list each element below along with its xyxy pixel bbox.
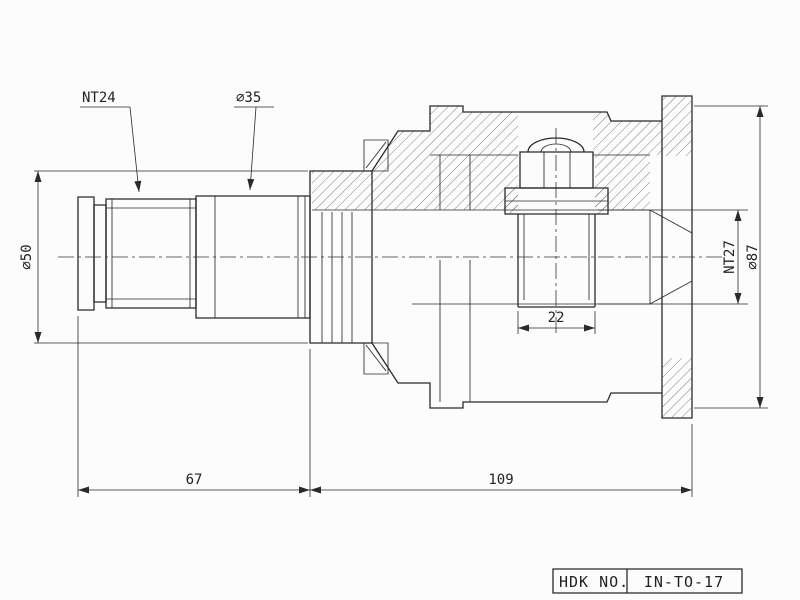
dim-d50: ⌀50	[19, 170, 308, 344]
label-d35: ⌀35	[236, 90, 261, 106]
dim-nt24: NT24	[80, 90, 142, 193]
label-d87: ⌀87	[745, 244, 761, 269]
label-nt24: NT24	[82, 90, 116, 106]
dim-nt27: NT27	[598, 209, 748, 305]
label-nt27: NT27	[722, 240, 738, 274]
label-109: 109	[488, 472, 513, 488]
label-d50: ⌀50	[19, 244, 35, 269]
grease-plug	[504, 137, 609, 308]
end-ring	[661, 95, 693, 419]
boot-clamp-tab-bottom	[363, 342, 389, 375]
plug-washer	[504, 187, 609, 215]
title-block: HDK NO. IN-TO-17	[552, 568, 743, 594]
dim-d35: ⌀35	[234, 90, 274, 191]
label-67: 67	[186, 472, 203, 488]
title-block-part-number: IN-TO-17	[644, 573, 724, 591]
label-22: 22	[548, 310, 565, 326]
plug-hex	[519, 151, 594, 189]
dim-67: 67	[77, 316, 311, 497]
dim-d87: ⌀87	[694, 105, 768, 409]
housing-body	[312, 95, 693, 419]
shaft-spline-nt24	[105, 198, 197, 309]
dim-109: 109	[310, 424, 693, 497]
title-block-label: HDK NO.	[559, 573, 629, 591]
dim-22: 22	[517, 310, 596, 334]
shaft-end-collar	[77, 196, 107, 311]
boot-clamp-tab-top	[363, 139, 389, 172]
